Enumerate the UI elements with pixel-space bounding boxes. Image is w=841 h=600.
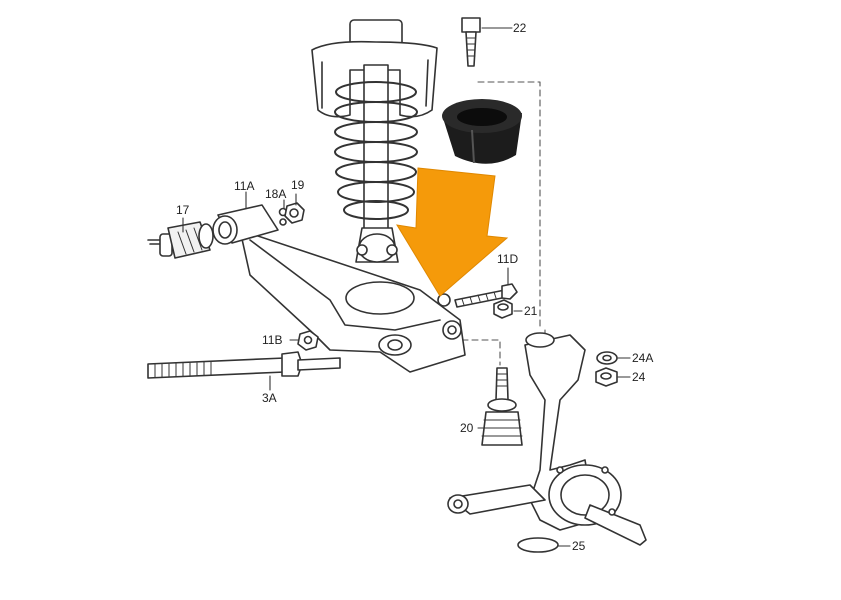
label-24: 24 [632, 370, 646, 384]
part-labels: 22 17 11A 18A 19 11D 21 11B 3A 20 24A 24… [176, 21, 653, 553]
bushing-11a [212, 204, 279, 245]
label-20: 20 [460, 421, 474, 435]
label-24a: 24A [632, 351, 653, 365]
rubber-bushing-icon [442, 99, 522, 164]
label-18a: 18A [265, 187, 286, 201]
label-11a: 11A [234, 179, 254, 193]
label-22: 22 [513, 21, 527, 35]
nut-11b [297, 330, 319, 351]
nut-24 [595, 367, 618, 387]
steering-knuckle [447, 332, 647, 546]
label-19: 19 [291, 178, 305, 192]
label-11d: 11D [497, 252, 518, 266]
label-17: 17 [176, 203, 190, 217]
label-25: 25 [572, 539, 586, 553]
control-arm [239, 229, 466, 373]
label-11b: 11B [262, 333, 282, 347]
tie-rod-3a [147, 351, 341, 379]
ball-joint-20 [481, 367, 523, 446]
o-ring-25 [517, 537, 559, 553]
bolt-11d [454, 283, 518, 308]
rubber-mount-17 [147, 221, 214, 259]
top-bolt-22 [461, 17, 481, 67]
strut-assembly [311, 19, 438, 263]
leader-lines [182, 27, 631, 547]
label-21: 21 [524, 304, 538, 318]
coil-spring [334, 81, 418, 220]
washer-24a [596, 351, 618, 365]
nut-19 [284, 202, 305, 224]
label-3a: 3A [262, 391, 277, 405]
down-arrow-icon [396, 167, 509, 297]
nut-21 [493, 299, 513, 319]
